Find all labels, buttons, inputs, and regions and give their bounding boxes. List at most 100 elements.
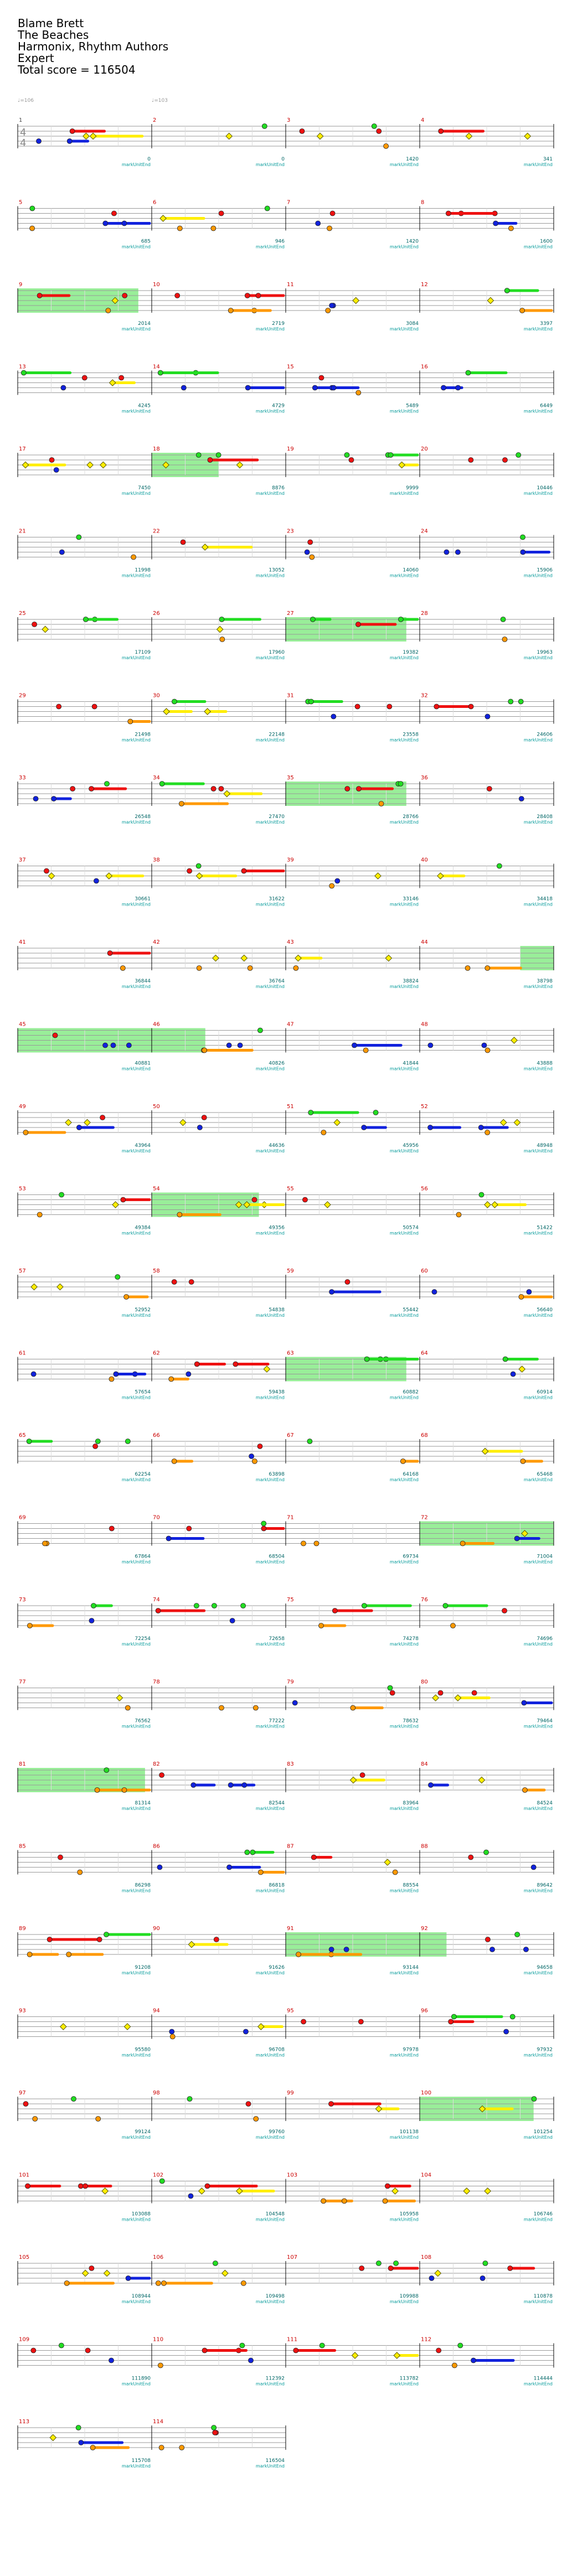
measure-number: 99 (287, 2090, 294, 2096)
measure-number: 57 (19, 1268, 26, 1274)
note-gem (523, 1947, 529, 1952)
note-gem (482, 2261, 488, 2266)
note-gem (198, 2187, 205, 2195)
note-gem (240, 954, 248, 962)
note-gem (219, 637, 225, 642)
note-gem (451, 2362, 457, 2368)
note-gem (177, 225, 183, 231)
note-gem (389, 1690, 395, 1696)
note-gem (188, 2193, 194, 2199)
note-gem (302, 1197, 308, 1203)
note-gem (83, 2183, 88, 2189)
note-gem (255, 293, 261, 298)
note-gem (60, 385, 66, 391)
note-gem (218, 786, 224, 792)
note-gem (155, 1608, 161, 1613)
measure-number: 93 (19, 2008, 26, 2014)
section-label: markUnitEnd (122, 738, 151, 743)
note-gem (319, 2342, 325, 2349)
measure-number: 73 (19, 1597, 26, 1603)
note-gem (457, 2342, 463, 2349)
section-label: markUnitEnd (524, 2382, 553, 2387)
note-gem (450, 1623, 456, 1628)
note-gem (478, 1125, 484, 1130)
note-gem (329, 303, 335, 308)
note-gem (364, 1356, 370, 1362)
measure-score: 11998 (135, 568, 151, 573)
section-label: markUnitEnd (256, 1067, 285, 1072)
note-gem (243, 2029, 249, 2035)
note-gem (210, 786, 217, 792)
song-album: Harmonix, Rhythm Authors (18, 40, 169, 53)
measure-number: 28 (421, 611, 428, 617)
measure-score: 14060 (403, 568, 419, 573)
note-gem (489, 1947, 495, 1952)
measure-number: 78 (153, 1679, 160, 1685)
note-gem (478, 1192, 484, 1198)
note-gem (334, 878, 341, 884)
note-gem (301, 2019, 307, 2025)
note-gem (188, 1941, 195, 1948)
note-gem (181, 385, 187, 391)
measure-score: 116504 (266, 2458, 285, 2464)
measure-number: 113 (19, 2419, 29, 2425)
measure-score: 38798 (537, 979, 553, 984)
note-gem (429, 2275, 435, 2281)
note-gem (122, 293, 128, 298)
note-gem (344, 1279, 350, 1285)
note-gem (434, 704, 440, 710)
section-label: markUnitEnd (122, 327, 151, 332)
note-gem (491, 1201, 498, 1208)
note-gem (56, 704, 62, 710)
measure-number: 15 (287, 364, 294, 370)
measure-score: 49384 (135, 1225, 151, 1231)
measure-number: 5 (19, 200, 22, 206)
section-label: markUnitEnd (524, 1231, 553, 1236)
note-gem (159, 215, 167, 222)
note-gem (195, 872, 203, 880)
section-label: markUnitEnd (524, 245, 553, 250)
note-gem (95, 2116, 101, 2122)
note-gem (104, 1932, 109, 1937)
measure-score: 104548 (266, 2212, 285, 2217)
measure-score: 15906 (537, 568, 553, 573)
note-gem (30, 2347, 37, 2353)
note-gem (169, 2034, 176, 2040)
measure-number: 49 (19, 1104, 26, 1110)
note-gem (244, 1849, 250, 1855)
measure-score: 91626 (269, 1965, 285, 1970)
note-gem (310, 617, 316, 622)
note-gem (327, 225, 332, 231)
note-gem (375, 2105, 383, 2113)
section-label: markUnitEnd (122, 902, 151, 907)
note-gem (241, 868, 247, 874)
note-gem (456, 1212, 462, 1218)
measure-number: 87 (287, 1844, 294, 1850)
measure-score: 59438 (269, 1390, 285, 1395)
note-gem (471, 1690, 477, 1696)
note-gem (89, 786, 94, 792)
measure-number: 61 (19, 1351, 26, 1357)
song-title: Blame Brett (18, 17, 84, 30)
note-gem (202, 2347, 208, 2353)
section-label: markUnitEnd (524, 1889, 553, 1894)
measure-number: 98 (153, 2090, 160, 2096)
measure-score: 67864 (135, 1554, 151, 1560)
note-gem (437, 1690, 444, 1696)
note-gem (355, 622, 361, 627)
measure-score: 24606 (537, 732, 553, 738)
note-gem (26, 1439, 32, 1444)
section-label: markUnitEnd (256, 902, 285, 907)
note-gem (195, 863, 202, 869)
note-gem (69, 128, 75, 134)
note-gem (109, 1525, 115, 1532)
note-gem (113, 1371, 119, 1377)
measure-number: 81 (19, 1761, 26, 1767)
section-label: markUnitEnd (390, 1889, 419, 1894)
note-gem (228, 1782, 234, 1788)
note-gem (502, 1608, 507, 1613)
note-gem (518, 1294, 524, 1300)
note-gem (89, 2265, 95, 2271)
note-gem (78, 2440, 84, 2445)
measure-number: 76 (421, 1597, 428, 1603)
